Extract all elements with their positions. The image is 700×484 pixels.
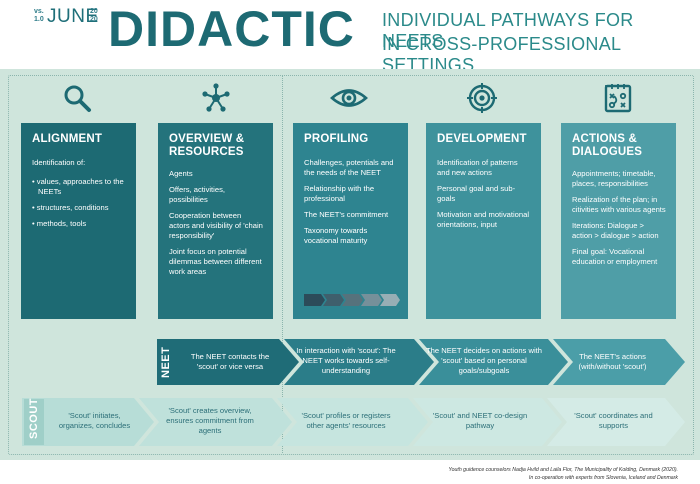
scout-arrow-4 xyxy=(413,398,562,446)
taxonomy-step-2 xyxy=(323,294,344,306)
card-actions-dialogues: ACTIONS & DIALOGUES Appointments; timeta… xyxy=(561,123,676,319)
neet-arrow-row xyxy=(157,339,685,385)
version-label: vs. 1.0 xyxy=(34,8,44,23)
scout-step-5: 'Scout' coordinates and supports xyxy=(574,411,653,430)
card-title: OVERVIEW & RESOURCES xyxy=(169,133,245,158)
neet-label-text: NEET xyxy=(160,346,172,378)
list-item: values, approaches to the NEETs xyxy=(32,177,126,197)
card-paragraph: The NEET's commitment xyxy=(304,210,389,219)
dotted-divider xyxy=(282,75,283,453)
date-year: 20 20 xyxy=(90,8,98,23)
card-overview-resources: OVERVIEW & RESOURCES Agents Offers, acti… xyxy=(158,123,273,319)
neet-row-label: NEET xyxy=(157,340,177,384)
neet-arrow-4 xyxy=(553,339,685,385)
neet-arrow-2 xyxy=(284,339,434,385)
card-paragraph: Cooperation between actors and visibilit… xyxy=(169,211,263,240)
card-paragraph: Motivation and motivational orientations… xyxy=(437,210,530,229)
card-paragraph: Personal goal and sub-goals xyxy=(437,184,516,203)
neet-step-4: The NEET's actions (with/without 'scout'… xyxy=(578,352,647,371)
network-icon xyxy=(202,83,230,112)
card-intro: Identification of: xyxy=(32,158,86,167)
brand-title: DIDACTIC xyxy=(108,1,355,57)
card-paragraph: Challenges, potentials and the needs of … xyxy=(304,158,394,177)
footer-cooperation: In co-operation with experts from Sloven… xyxy=(528,475,678,481)
dotted-frame xyxy=(8,75,694,455)
footer-credit: Youth guidence counselors Nadja Hvild an… xyxy=(448,467,678,473)
neet-arrow-1 xyxy=(157,339,299,385)
card-title: ACTIONS & DIALOGUES xyxy=(572,133,643,158)
scout-step-2: 'Scout' creates overview, ensures commit… xyxy=(166,406,254,435)
card-development: DEVELOPMENT Identification of patterns a… xyxy=(426,123,541,319)
card-paragraph: Appointments; timetable, places, respons… xyxy=(572,169,656,188)
neet-step-3: The NEET decides on actions with 'scout'… xyxy=(426,346,542,375)
scout-label-text: SCOUT xyxy=(28,398,40,439)
list-item: methods, tools xyxy=(32,219,126,229)
neet-step-2: In interaction with 'scout': The NEET wo… xyxy=(296,346,396,375)
eye-icon xyxy=(330,89,368,107)
scout-step-4: 'Scout' and NEET co-design pathway xyxy=(432,411,528,430)
card-paragraph: Final goal: Vocational education or empl… xyxy=(572,247,658,266)
card-alignment: ALIGNMENT Identification of: values, app… xyxy=(21,123,136,319)
list-item: structures, conditions xyxy=(32,203,126,213)
card-paragraph: Identification of patterns and new actio… xyxy=(437,158,518,177)
taxonomy-step-5 xyxy=(380,294,400,306)
target-icon xyxy=(467,83,497,113)
card-paragraph: Realization of the plan; in citivities w… xyxy=(572,195,666,214)
taxonomy-steps xyxy=(304,294,400,306)
scout-step-3: 'Scout' profiles or registers other agen… xyxy=(301,411,391,430)
scout-arrow-row xyxy=(22,398,685,446)
card-paragraph: Offers, activities, possibilities xyxy=(169,185,225,204)
card-paragraph: Relationship with the professional xyxy=(304,184,375,203)
card-paragraph: Joint focus on potential dilemmas betwee… xyxy=(169,247,262,276)
scout-arrow-5 xyxy=(547,398,685,446)
card-paragraph: Agents xyxy=(169,169,193,178)
subtitle-line-1: INDIVIDUAL PATHWAYS FOR NEETS xyxy=(382,10,634,51)
neet-step-1: The NEET contacts the 'scout' or vice ve… xyxy=(190,352,270,371)
neet-arrow-3 xyxy=(419,339,568,385)
card-profiling: PROFILING Challenges, potentials and the… xyxy=(293,123,408,319)
card-paragraph: Iterations: Dialogue > action > dialogue… xyxy=(572,221,659,240)
magnifier-icon xyxy=(64,85,91,112)
taxonomy-step-3 xyxy=(342,294,363,306)
date-month: JUNE xyxy=(47,6,99,27)
scout-row-label: SCOUT xyxy=(24,398,44,445)
scout-arrow-2 xyxy=(139,398,292,446)
scout-arrow-1 xyxy=(22,398,154,446)
card-title: PROFILING xyxy=(304,133,369,145)
scout-step-1: 'Scout' initiates, organizes, concludes xyxy=(58,411,131,430)
plan-icon xyxy=(604,84,632,113)
scout-arrow-3 xyxy=(277,398,428,446)
taxonomy-step-1 xyxy=(304,294,325,306)
card-title: ALIGNMENT xyxy=(32,133,103,145)
card-paragraph: Taxonomy towards vocational maturity xyxy=(304,226,368,245)
card-title: DEVELOPMENT xyxy=(437,133,527,145)
taxonomy-step-4 xyxy=(361,294,382,306)
